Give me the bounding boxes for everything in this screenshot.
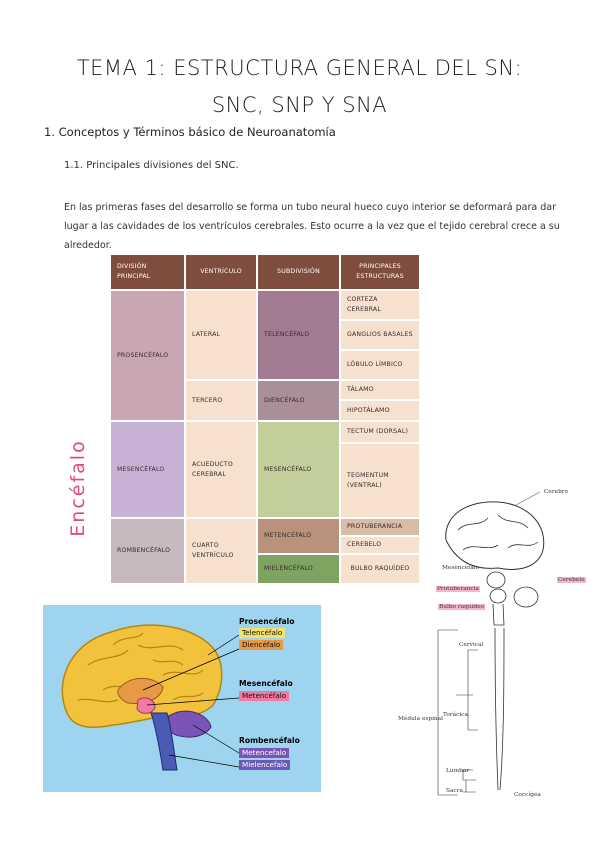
table-cell: Mesencéfalo (110, 421, 185, 518)
brain-tag: Telencéfalo (239, 628, 286, 638)
divisions-table: División Principal Ventrículo Subdivisió… (110, 254, 420, 584)
brain-tag: Diencéfalo (239, 640, 284, 650)
encefalo-text: Encéfalo (67, 439, 89, 536)
cns-label: Mesencéfalo (442, 565, 480, 571)
cns-label: Sacra (446, 788, 463, 794)
table-header: Principales Estructuras (340, 254, 420, 290)
brain-illustration: Prosencéfalo Telencéfalo Diencéfalo Mese… (43, 605, 321, 792)
page-title-line1: TEMA 1: ESTRUCTURA GENERAL DEL SN: (76, 56, 523, 80)
table-cell: Lóbulo Límbico (340, 350, 420, 380)
table-cell: Ganglios Basales (340, 320, 420, 350)
section-heading: 1. Conceptos y Términos básico de Neuroa… (44, 125, 336, 139)
table-cell: Rombencéfalo (110, 518, 185, 584)
intro-paragraph: En las primeras fases del desarrollo se … (64, 202, 560, 251)
table-cell: Prosencéfalo (110, 290, 185, 421)
table-cell: Mesencéfalo (257, 421, 340, 518)
table-cell: Lateral (185, 290, 257, 380)
cns-label: Médula espinal (398, 716, 443, 722)
cns-drawing (437, 491, 545, 796)
cns-label: Cerebro (544, 489, 569, 495)
table-cell: Telencéfalo (257, 290, 340, 380)
table-cell: Cuarto Ventrículo (185, 518, 257, 584)
cns-label: Cervical (459, 642, 484, 648)
table-cell: Diencéfalo (257, 380, 340, 421)
table-header: Subdivisión (257, 254, 340, 290)
brain-tag: Metencéfalo (239, 691, 290, 701)
table-header: Ventrículo (185, 254, 257, 290)
subsection-heading: 1.1. Principales divisiones del SNC. (64, 160, 239, 171)
page-title-line2: SNC, SNP Y SNA (211, 93, 388, 117)
cns-label: Protuberancia (436, 586, 480, 592)
table-cell: Acueducto Cerebral (185, 421, 257, 518)
cns-label: Lumbar (446, 768, 470, 774)
table-cell: Tegmentum (ventral) (340, 443, 420, 518)
brain-label: Rombencéfalo (239, 736, 300, 745)
table-cell: Corteza Cerebral (340, 290, 420, 320)
table-cell: Tálamo (340, 380, 420, 400)
brain-label: Mesencéfalo (239, 679, 293, 688)
cns-label: Cerebelo (557, 577, 586, 583)
table-cell: Metencéfalo (257, 518, 340, 554)
cns-label: Bulbo raquídeo (438, 604, 486, 610)
table-cell: Protuberancia (340, 518, 420, 536)
table-cell: Tectum (dorsal) (340, 421, 420, 443)
cns-label: Torácica (443, 712, 468, 718)
brain-tag: Metencefalo (239, 748, 290, 758)
table-cell: Cerebelo (340, 536, 420, 554)
table-cell: Bulbo raquídeo (340, 554, 420, 584)
table-cell: Hipotálamo (340, 400, 420, 421)
brain-label: Prosencéfalo (239, 617, 295, 626)
cns-label: Coccígea (514, 792, 541, 798)
encefalo-label: Encéfalo (67, 439, 89, 536)
table-cell: Mielencéfalo (257, 554, 340, 584)
brain-tag: Mielencefalo (239, 760, 291, 770)
brain-drawing (61, 624, 240, 771)
table-header: División Principal (110, 254, 185, 290)
table-cell: Tercero (185, 380, 257, 421)
